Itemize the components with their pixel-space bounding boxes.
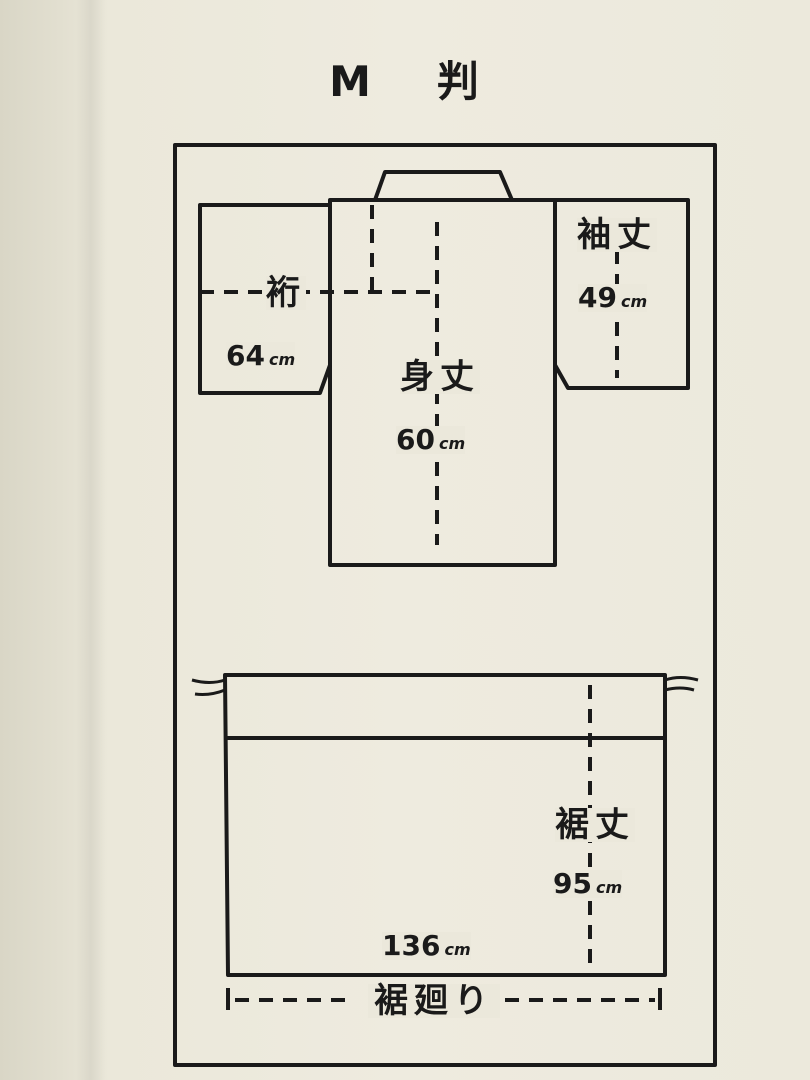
sodetake-label: 袖丈 xyxy=(577,215,657,255)
kimono-collar xyxy=(373,170,514,201)
sumawari-label: 裾廻り xyxy=(368,984,500,1018)
skirt-tie-left xyxy=(191,678,226,696)
page-fold-shadow xyxy=(76,0,106,1080)
yuki-label: 裄 xyxy=(266,273,306,313)
outer-frame xyxy=(173,143,717,1067)
size-letter: M xyxy=(329,57,373,106)
kimono-right-sleeve xyxy=(553,198,690,390)
skirt-tie-right xyxy=(664,676,699,692)
mitake-label: 身丈 xyxy=(400,357,480,397)
size-kanji: 判 xyxy=(436,57,481,106)
kimono-left-sleeve xyxy=(198,203,332,395)
kimono-body xyxy=(328,198,557,567)
skirt-body xyxy=(223,673,667,977)
sutake-label: 裾丈 xyxy=(555,805,635,845)
